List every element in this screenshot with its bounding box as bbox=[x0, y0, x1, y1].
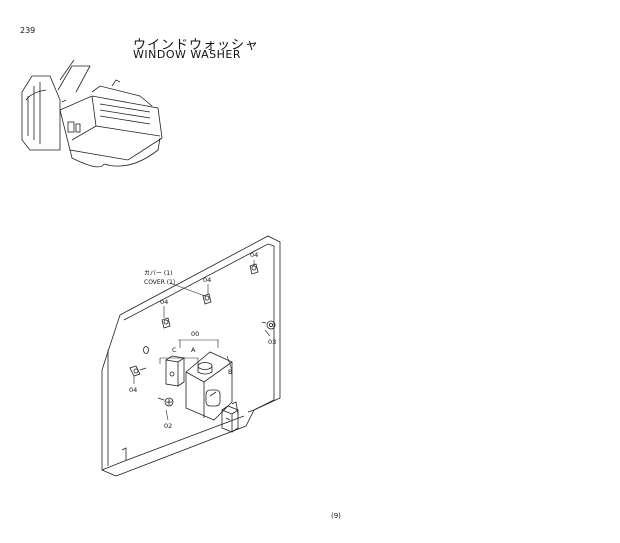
nut-03 bbox=[261, 320, 276, 330]
title-english: WINDOW WASHER bbox=[133, 48, 241, 61]
callout-part-00: 00 bbox=[191, 330, 199, 338]
washer-tank bbox=[185, 351, 233, 421]
leader-lines bbox=[133, 260, 271, 421]
callout-label-a: A bbox=[191, 346, 196, 354]
callout-part-04-d: 04 bbox=[129, 386, 137, 394]
callout-part-03: 03 bbox=[268, 338, 276, 346]
cab-panel-outline bbox=[101, 235, 281, 477]
clip-04-d bbox=[129, 365, 147, 377]
tank-bracket bbox=[165, 355, 186, 387]
callout-cover-en: COVER (1) bbox=[144, 279, 175, 286]
excavator-location-sketch bbox=[21, 59, 163, 168]
washer-pump bbox=[221, 405, 239, 433]
callout-label-c: C bbox=[172, 346, 177, 354]
callout-part-02: 02 bbox=[164, 422, 172, 430]
page-number: 239 bbox=[20, 26, 36, 35]
clip-04-b bbox=[202, 293, 212, 305]
footer-mark: (9) bbox=[331, 512, 341, 520]
callout-cover-jp: カバー (1) bbox=[144, 270, 172, 277]
clip-04-a bbox=[161, 317, 171, 329]
washer-02 bbox=[143, 346, 149, 354]
callout-label-b: B bbox=[228, 368, 232, 376]
callout-part-04-b: 04 bbox=[203, 276, 211, 284]
callout-part-04-c: 04 bbox=[250, 251, 258, 259]
callout-part-04-a: 04 bbox=[160, 298, 168, 306]
bolt-02 bbox=[157, 397, 174, 407]
title-japanese: ウインドウォッシャ bbox=[133, 38, 260, 53]
